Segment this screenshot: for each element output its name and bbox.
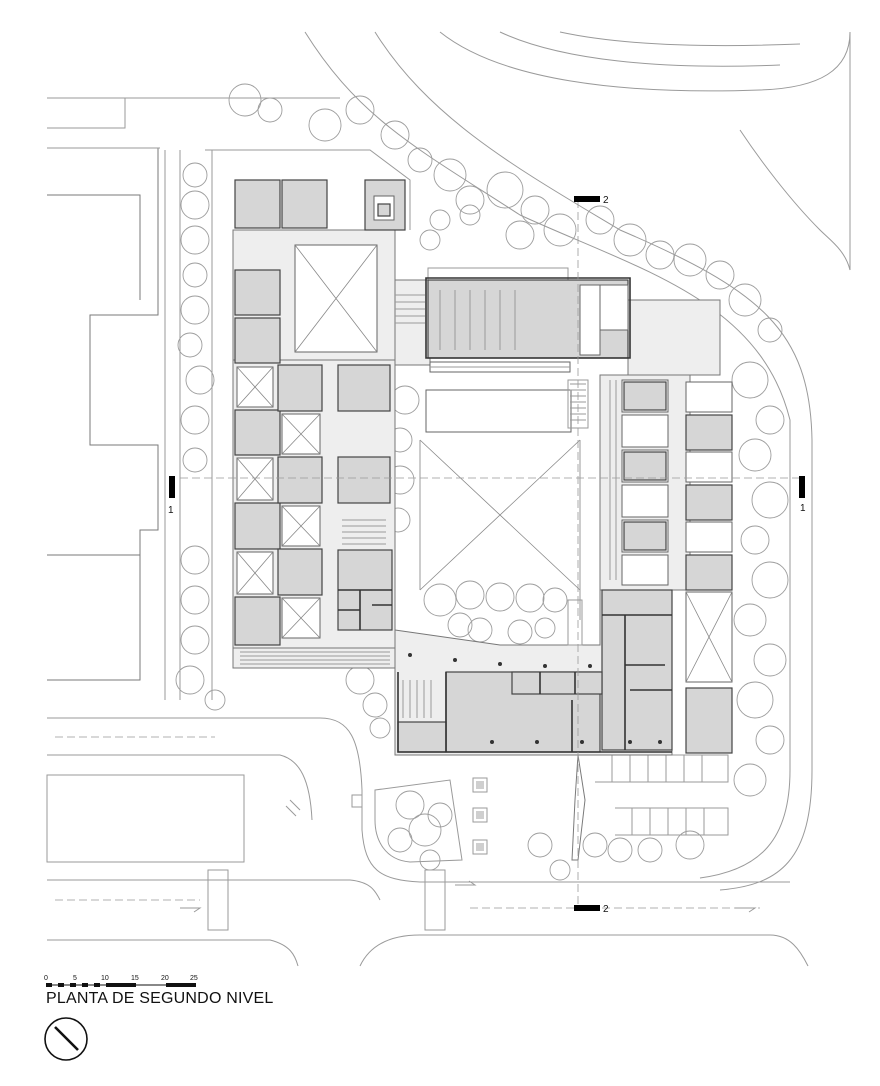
tree-canopy: [751, 481, 789, 519]
scale-tick-20: 20: [161, 975, 169, 982]
svg-text:1: 1: [800, 503, 806, 514]
tree-canopy: [395, 790, 425, 820]
tree-canopy: [362, 692, 388, 718]
tree-canopy: [180, 545, 210, 575]
tree-canopy: [733, 763, 767, 797]
tree-canopy: [485, 582, 515, 612]
tree-canopy: [204, 689, 226, 711]
section-marker-2-south: 2: [574, 904, 609, 915]
tree-canopy: [738, 438, 772, 472]
tree-canopy: [757, 317, 783, 343]
svg-text:2: 2: [603, 904, 609, 915]
tree-canopy-group: [175, 83, 789, 881]
tree-canopy: [705, 260, 735, 290]
scale-bar: 0 5 10 15 20 25: [44, 975, 198, 987]
tree-canopy: [515, 583, 545, 613]
tree-canopy: [408, 813, 442, 847]
tree-canopy: [467, 617, 493, 643]
drawing-title: PLANTA DE SEGUNDO NIVEL: [46, 990, 274, 1007]
tree-canopy: [675, 830, 705, 860]
scale-tick-25: 25: [190, 975, 198, 982]
tree-canopy: [180, 225, 210, 255]
tree-canopy: [755, 725, 785, 755]
tree-canopy: [345, 95, 375, 125]
tree-canopy: [419, 849, 441, 871]
building-plan: [180, 179, 800, 910]
tree-canopy: [645, 240, 675, 270]
tree-canopy: [182, 162, 208, 188]
tree-canopy: [751, 561, 789, 599]
tree-canopy: [185, 365, 215, 395]
tree-canopy: [433, 158, 467, 192]
svg-text:2: 2: [603, 195, 609, 206]
tree-canopy: [582, 832, 608, 858]
tree-canopy: [257, 97, 283, 123]
tree-canopy: [369, 717, 391, 739]
tree-canopy: [542, 587, 568, 613]
tree-canopy: [447, 612, 473, 638]
tree-canopy: [180, 190, 210, 220]
scale-tick-0: 0: [44, 975, 48, 982]
tree-canopy: [175, 665, 205, 695]
tree-canopy: [505, 220, 535, 250]
tree-canopy: [177, 332, 203, 358]
tree-canopy: [740, 525, 770, 555]
tree-canopy: [607, 837, 633, 863]
scale-tick-10: 10: [101, 975, 109, 982]
tree-canopy: [543, 213, 577, 247]
tree-canopy: [182, 447, 208, 473]
tree-canopy: [613, 223, 647, 257]
tree-canopy: [380, 120, 410, 150]
tree-canopy: [520, 195, 550, 225]
tree-canopy: [459, 204, 481, 226]
tree-canopy: [673, 243, 707, 277]
tree-canopy: [733, 603, 767, 637]
tree-canopy: [486, 171, 524, 209]
tree-canopy: [228, 83, 262, 117]
tree-canopy: [728, 283, 762, 317]
tree-canopy: [427, 802, 453, 828]
tree-canopy: [429, 209, 451, 231]
tree-canopy: [585, 205, 615, 235]
tree-canopy: [507, 619, 533, 645]
tree-canopy: [180, 625, 210, 655]
tree-canopy: [387, 827, 413, 853]
tree-canopy: [180, 405, 210, 435]
tree-canopy: [423, 583, 457, 617]
site-context: [46, 31, 851, 967]
scale-tick-5: 5: [73, 975, 77, 982]
north-arrow-icon: [44, 1017, 88, 1061]
tree-canopy: [549, 859, 571, 881]
svg-text:1: 1: [168, 505, 174, 516]
tree-canopy: [345, 665, 375, 695]
section-marker-1-east: 1: [799, 476, 806, 514]
section-marker-1-west: 1: [168, 476, 175, 516]
tree-canopy: [407, 147, 433, 173]
tree-canopy: [455, 580, 485, 610]
tree-canopy: [753, 643, 787, 677]
tree-canopy: [731, 361, 769, 399]
tree-canopy: [180, 295, 210, 325]
tree-canopy: [308, 108, 342, 142]
tree-canopy: [736, 681, 774, 719]
tree-canopy: [180, 585, 210, 615]
scale-tick-15: 15: [131, 975, 139, 982]
tree-canopy: [534, 617, 556, 639]
section-marker-2-north: 2: [574, 195, 609, 206]
tree-canopy: [455, 185, 485, 215]
tree-canopy: [419, 229, 441, 251]
tree-canopy: [637, 837, 663, 863]
tree-canopy: [527, 832, 553, 858]
tree-canopy: [755, 405, 785, 435]
tree-canopy: [182, 262, 208, 288]
